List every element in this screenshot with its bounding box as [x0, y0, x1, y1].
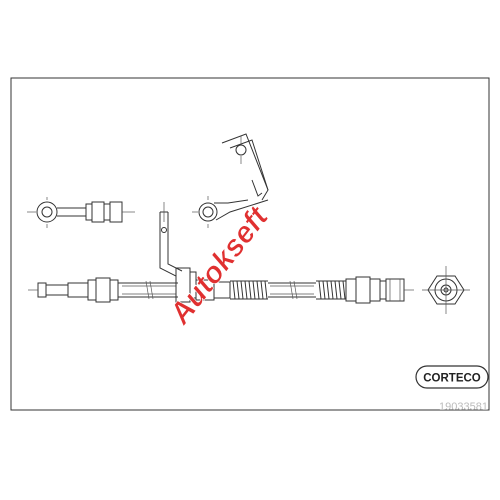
brand-logo-text: CORTECO — [423, 373, 481, 385]
watermark: Autokseft — [163, 199, 277, 331]
corteco-logo: CORTECO — [415, 365, 489, 389]
drawing-frame — [10, 77, 490, 411]
hex-end-view — [422, 266, 470, 314]
spring-guard-left — [230, 280, 268, 300]
brake-hose-assembly — [28, 202, 414, 304]
eye-fitting-view — [27, 197, 135, 228]
bracket-detail-view — [192, 133, 269, 228]
part-number: 19033581 — [439, 401, 488, 413]
spring-guard-right — [316, 280, 346, 300]
watermark-text: Autokseft — [163, 199, 276, 331]
